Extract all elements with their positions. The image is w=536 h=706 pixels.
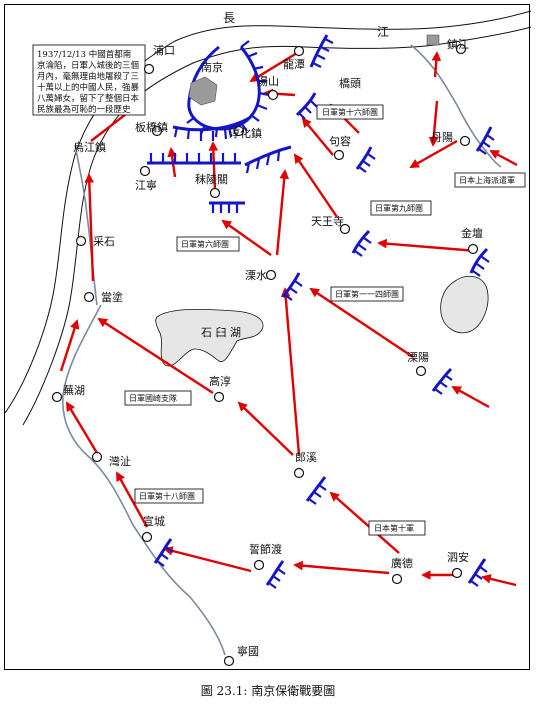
label-guangde: 廣德 (391, 556, 413, 570)
label-wuhu: 蕪湖 (63, 384, 85, 397)
jurong-marker (333, 149, 345, 161)
label-caishi: 采石 (93, 235, 115, 248)
unit-div9: 日軍第九師團 (375, 203, 423, 213)
note-line-3: 月內，毫無理由地屠殺了三 (37, 71, 139, 82)
chinese-defense-lines (147, 34, 495, 589)
label-qiaotou: 橋頭 (339, 76, 361, 90)
tangshan-marker (267, 89, 279, 101)
note-line-2: 京淪陷，日軍入城後的三個 (37, 60, 139, 71)
caishi-marker (75, 235, 87, 247)
city-labels: 浦口 南京 龍潭 鎮江 湯山 橋頭 烏江鎮 板橋鎮 淳化鎮 句容 丹陽 江寧 秣… (63, 37, 483, 658)
unit-kunisaki: 日軍國崎支隊 (129, 393, 177, 403)
label-gaochun: 高淳 (209, 374, 231, 388)
label-chunhuazhen: 淳化鎮 (229, 126, 262, 140)
note-line-4: 十萬以上的中國人民，強暴 (37, 82, 140, 93)
figure-caption: 圖 23.1: 南京保衛戰要圖 (200, 684, 336, 698)
label-sian: 泗安 (447, 550, 469, 564)
unit-labels: 日軍第十六師團 日本上海派遣軍 日軍第九師團 日軍第六師團 日軍第一一四師團 日… (124, 104, 526, 536)
note-line-6: 民族最為可恥的一段歷史 (37, 104, 131, 115)
sian-marker (451, 567, 463, 579)
label-tangshan: 湯山 (257, 75, 279, 88)
guangde-marker (391, 573, 403, 585)
city-markers (51, 43, 479, 667)
battle-map: 長 江 石 臼 湖 (5, 10, 531, 667)
longtan-marker (293, 45, 305, 57)
zhenjiang-city-block (426, 34, 440, 46)
jintan-marker (467, 243, 479, 255)
tianwangsi-marker (339, 223, 351, 235)
xuancheng-marker (141, 531, 153, 543)
shijiedu-marker (253, 559, 265, 571)
yangtze-river (5, 10, 531, 426)
unit-div114: 日軍第一一四師團 (335, 289, 399, 299)
dangtu-marker (83, 291, 95, 303)
unit-div6: 日軍第六師團 (181, 239, 229, 249)
unit-army10: 日本第十軍 (374, 523, 414, 533)
label-jurong: 句容 (329, 134, 351, 148)
japanese-advance-arrows (59, 51, 518, 587)
river-label-chang: 長 (223, 11, 235, 25)
label-liyang: 溧陽 (407, 350, 429, 364)
label-ningguo: 寧國 (237, 644, 259, 658)
jiangning-marker (139, 165, 151, 177)
label-langxi: 郎溪 (295, 450, 317, 464)
unit-ticks (153, 34, 495, 589)
label-lishui: 溧水 (245, 268, 267, 282)
liyang-marker (415, 365, 427, 377)
label-shijiedu: 誓節渡 (249, 542, 282, 556)
map-frame: 長 江 石 臼 湖 (4, 4, 531, 670)
label-xuancheng: 宣城 (143, 514, 165, 528)
label-nanjing: 南京 (201, 60, 223, 74)
lishui-marker (265, 269, 277, 281)
label-longtan: 龍潭 (283, 57, 305, 71)
wanzhi-marker (91, 451, 103, 463)
wuhu-marker (51, 391, 63, 403)
molinguan-marker (209, 187, 221, 199)
banqiaozhen-marker (151, 125, 163, 137)
gaochun-marker (213, 391, 225, 403)
label-dangtu: 當塗 (101, 290, 123, 304)
label-jintan: 金壇 (461, 226, 483, 240)
label-wujiangzhen: 烏江鎮 (73, 140, 106, 154)
unit-sha-army: 日本上海派遣軍 (459, 175, 515, 185)
label-zhenjiang: 鎮江 (447, 37, 469, 51)
danyang-marker (459, 135, 471, 147)
label-molinguan: 秣陵關 (195, 172, 228, 186)
chunhuazhen-marker (233, 125, 245, 137)
label-pukou: 浦口 (153, 44, 175, 57)
zhenjiang-marker (455, 43, 467, 55)
lake-label: 石 臼 湖 (201, 325, 241, 339)
pukou-marker (143, 63, 155, 75)
label-banqiaozhen: 板橋鎮 (135, 120, 168, 134)
shijiu-lake (155, 308, 264, 367)
label-danyang: 丹陽 (431, 131, 453, 144)
unit-div18: 日軍第十八師團 (139, 491, 195, 501)
note-line-5: 八萬婦女，留下了整個日本 (37, 93, 140, 104)
ningguo-marker (223, 655, 235, 667)
note-line-1: 1937/12/13 中國首都南 (37, 49, 131, 60)
note-box: 1937/12/13 中國首都南 京淪陷，日軍入城後的三個 月內，毫無理由地屠殺… (32, 44, 146, 116)
changdang-lake (440, 275, 489, 334)
label-tianwangsi: 天王寺 (311, 215, 344, 228)
label-wanzhi: 灣沚 (109, 454, 131, 468)
unit-div16: 日軍第十六師團 (322, 107, 378, 117)
river-label-jiang: 江 (377, 25, 389, 39)
nanjing-city-block (188, 76, 218, 106)
langxi-marker (293, 467, 305, 479)
label-jiangning: 江寧 (135, 178, 157, 192)
